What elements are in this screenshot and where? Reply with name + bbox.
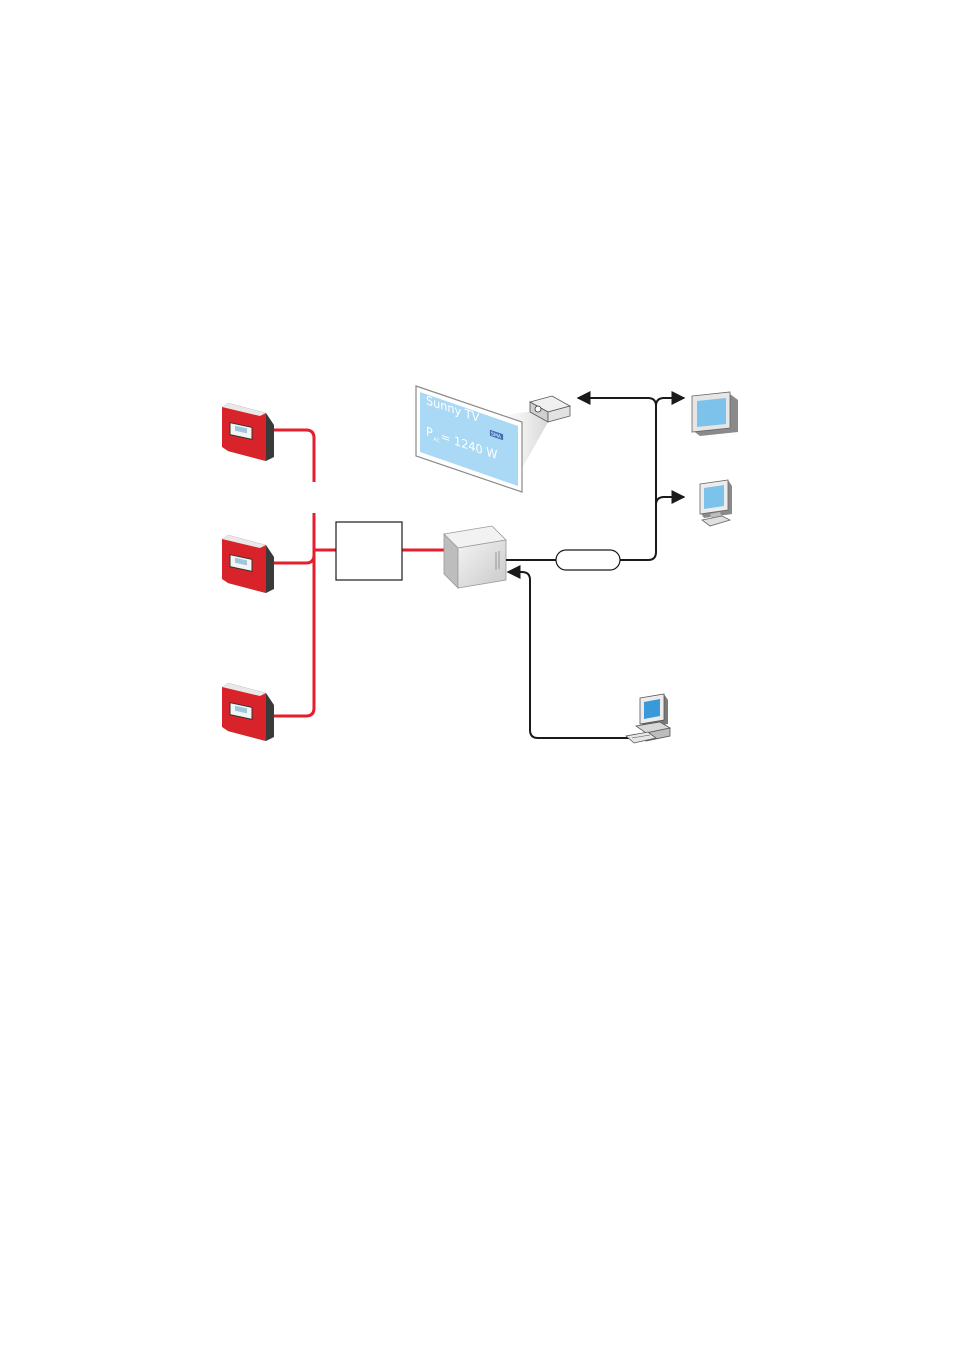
projection-screen: Sunny TV P AC = 1240 W SMA bbox=[415, 385, 523, 493]
projector-icon bbox=[528, 395, 572, 423]
screen-power-symbol: P bbox=[426, 424, 433, 440]
cable-bus-vertical bbox=[266, 513, 316, 718]
inverter-1 bbox=[222, 403, 274, 461]
cable-inverter-1 bbox=[266, 428, 316, 482]
inverter-3 bbox=[222, 683, 274, 741]
cable-pc-to-webbox bbox=[506, 565, 630, 739]
screen-logo-badge bbox=[489, 429, 504, 441]
webbox-device bbox=[443, 525, 507, 589]
pc-workstation-icon bbox=[625, 693, 672, 744]
screen-power-subscript: AC bbox=[434, 437, 441, 445]
desktop-monitor-icon bbox=[699, 479, 732, 527]
cable-router-to-hub bbox=[576, 391, 657, 561]
cable-hub-to-tv bbox=[655, 391, 686, 407]
red-bus-cabling bbox=[266, 428, 444, 718]
network-cabling bbox=[506, 391, 686, 739]
cable-hub-to-monitor bbox=[655, 490, 686, 506]
screen-logo: SMA bbox=[491, 431, 502, 441]
interface-box bbox=[335, 521, 403, 581]
tv-monitor-icon bbox=[691, 391, 738, 436]
router-element bbox=[555, 549, 621, 571]
cable-inverter-2 bbox=[266, 554, 316, 565]
inverter-2 bbox=[222, 535, 274, 593]
